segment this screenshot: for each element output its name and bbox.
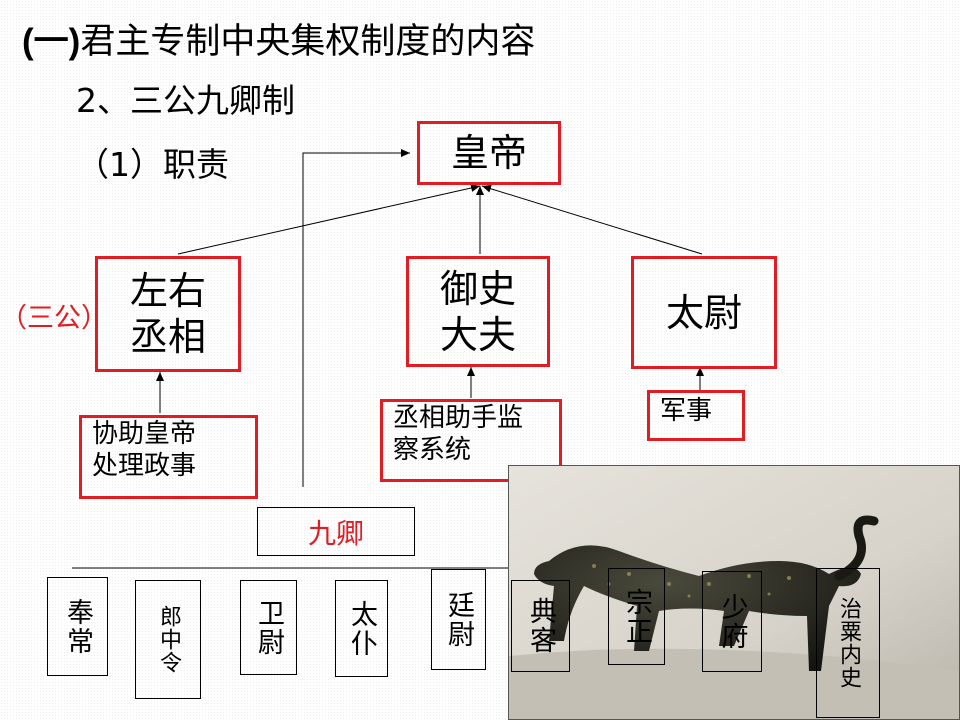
taiwei-box: 太尉	[631, 256, 777, 369]
emperor-box: 皇帝	[417, 121, 561, 185]
line-taiwei-emperor	[481, 184, 703, 255]
line-chengxiang-emperor	[177, 184, 481, 255]
sangong-label: （三公）	[0, 303, 108, 334]
jiuqing-item-weiwei: 卫尉	[240, 580, 297, 675]
jiuqing-item-label: 卫尉	[253, 598, 284, 657]
jiuqing-item-langzhongling: 郎中令	[135, 580, 201, 699]
jiuqing-item-fengchang: 奉常	[47, 577, 108, 676]
duty1-line1: 协助皇帝	[92, 419, 197, 449]
jiuqing-label: 九卿	[307, 516, 364, 550]
chengxiang-box: 左右 丞相	[95, 256, 241, 372]
jiuqing-item-taipu: 太仆	[335, 580, 388, 677]
jiuqing-item-label: 少府	[716, 592, 748, 651]
section-label: （1）职责	[76, 145, 229, 184]
duty1-line2: 处理政事	[92, 451, 197, 481]
line-jiuqing-emperor	[302, 149, 410, 487]
jiuqing-item-zongzheng: 宗正	[608, 568, 665, 665]
jiuqing-item-label: 治粟内史	[836, 597, 861, 689]
emperor-label: 皇帝	[450, 131, 527, 175]
jiuqing-header: 九卿	[257, 507, 415, 556]
jiuqing-item-shaofu: 少府	[702, 571, 762, 672]
yushi-box: 御史 大夫	[406, 256, 550, 367]
chengxiang-line2: 丞相	[129, 315, 206, 359]
jiuqing-item-label: 典客	[525, 597, 556, 655]
heading-title: 君主专制中央集权制度的内容	[80, 22, 536, 62]
jiuqing-item-label: 奉常	[62, 597, 93, 656]
heading-prefix: (一)	[22, 22, 81, 61]
jiuqing-item-dianke: 典客	[511, 580, 570, 672]
jiuqing-item-label: 廷尉	[443, 590, 474, 649]
duty2-line1: 丞相助手监	[393, 403, 524, 433]
jiuqing-item-label: 郎中令	[156, 605, 181, 674]
duty2-line2: 察系统	[393, 435, 472, 465]
duty-box-chengxiang: 协助皇帝 处理政事	[79, 415, 258, 499]
jiuqing-item-label: 宗正	[621, 587, 652, 646]
duty-box-taiwei: 军事	[647, 390, 745, 441]
main-heading: (一)君主专制中央集权制度的内容	[22, 16, 535, 68]
subheading: 2、三公九卿制	[76, 81, 295, 120]
duty-box-yushi: 丞相助手监 察系统	[380, 399, 562, 482]
jiuqing-item-zhisuneishi: 治粟内史	[816, 568, 880, 718]
taiwei-line1: 太尉	[665, 290, 742, 335]
jiuqing-item-label: 太仆	[346, 599, 377, 658]
chengxiang-line1: 左右	[129, 269, 206, 313]
bronze-tiger-artifact-icon	[509, 466, 959, 719]
yushi-line1: 御史	[439, 266, 516, 311]
duty3-line1: 军事	[660, 396, 713, 426]
bronze-tiger-photo	[508, 465, 960, 720]
yushi-line2: 大夫	[439, 312, 516, 357]
jiuqing-item-tingwei: 廷尉	[431, 569, 486, 670]
